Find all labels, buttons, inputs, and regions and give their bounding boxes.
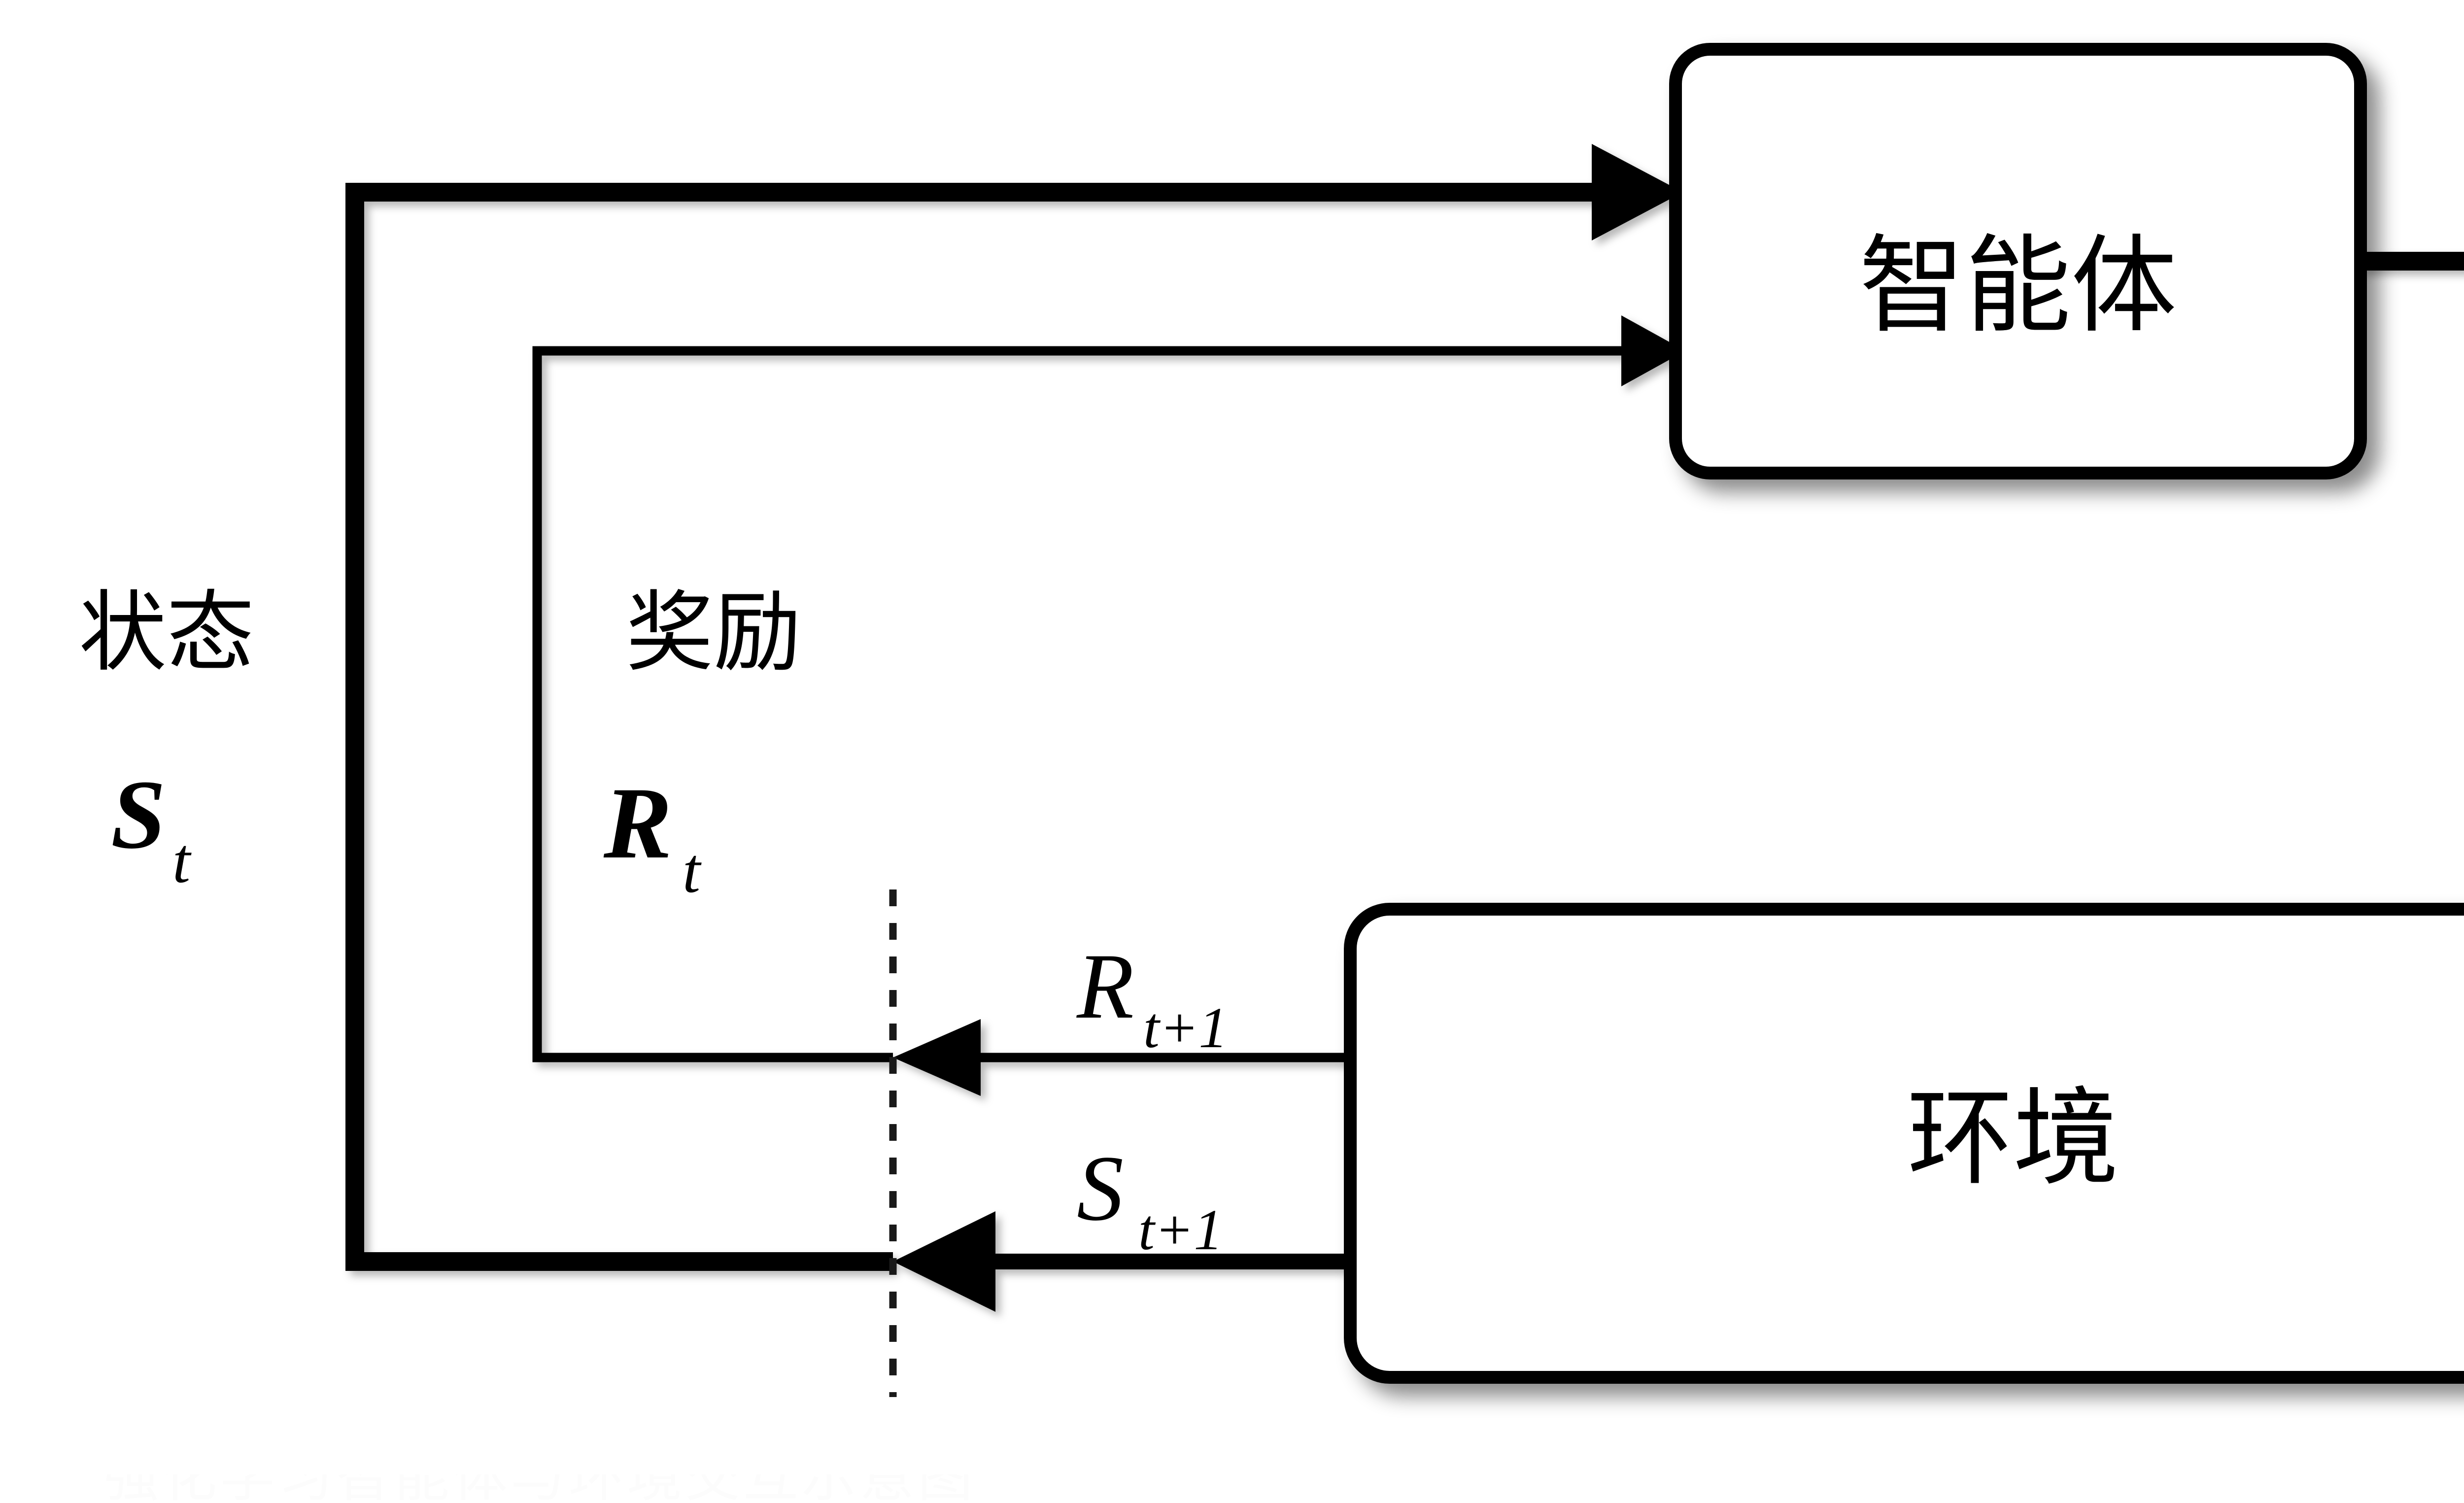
state-edge-line (345, 183, 1592, 1271)
reward-edge-group (532, 315, 1685, 1062)
reward-label-group: 奖励 R t (603, 581, 801, 906)
next-state-label-group: S t+1 (1077, 1137, 1223, 1262)
next-state-symbol-subscript: t+1 (1138, 1197, 1223, 1262)
next-reward-edge-group (893, 1019, 1350, 1096)
agent-box-label: 智能体 (1859, 224, 2177, 347)
next-state-symbol: S (1077, 1137, 1124, 1240)
reward-arrowhead-icon (1621, 315, 1685, 386)
next-reward-arrowhead-icon (893, 1019, 981, 1096)
next-state-edge-group (893, 1211, 1350, 1312)
next-state-arrowhead-icon (893, 1211, 995, 1312)
agent-box[interactable]: 智能体 (1669, 43, 2367, 479)
next-reward-symbol-subscript: t+1 (1143, 995, 1228, 1060)
state-symbol-subscript: t (172, 825, 192, 896)
reward-chinese-label: 奖励 (626, 581, 801, 683)
reward-symbol: R (603, 766, 672, 880)
next-reward-symbol: R (1076, 935, 1134, 1038)
environment-box-label: 环境 (1907, 1076, 2119, 1200)
reward-edge-line (532, 346, 1621, 1062)
next-reward-label-group: R t+1 (1076, 935, 1228, 1060)
reward-symbol-subscript: t (683, 835, 702, 906)
environment-box-shape[interactable] (1344, 903, 2464, 1384)
environment-box[interactable]: 环境 (1344, 903, 2464, 1384)
state-chinese-label: 状态 (79, 581, 254, 683)
state-symbol: S (111, 760, 166, 869)
agent-box-shape[interactable] (1669, 43, 2367, 479)
state-label-group: 状态 S t (79, 581, 254, 896)
state-edge-group (345, 144, 1683, 1271)
state-arrowhead-icon (1592, 144, 1683, 240)
